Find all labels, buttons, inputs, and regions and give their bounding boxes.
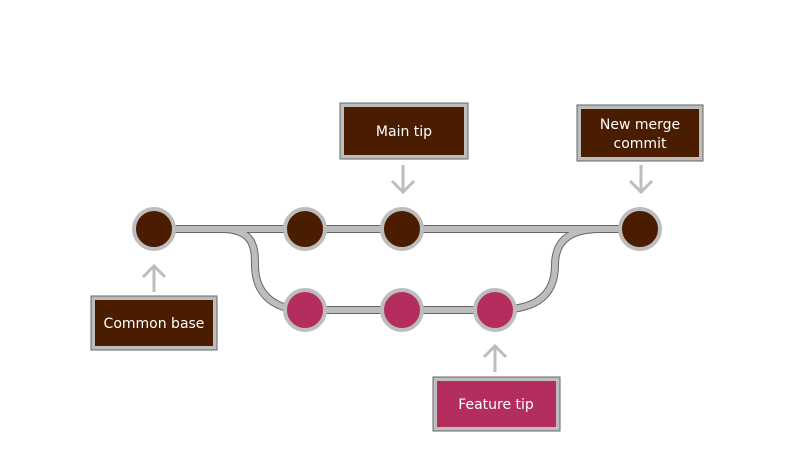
- merge-label-line2: commit: [614, 136, 667, 152]
- label-main-tip: Main tip: [339, 102, 469, 160]
- arrow-up-icon: [141, 263, 167, 292]
- common-base-label: Common base: [104, 316, 205, 332]
- arrow-up-icon: [482, 343, 508, 372]
- commits: [132, 207, 662, 332]
- commit-feature-1: [283, 288, 327, 332]
- commit-common-base: [132, 207, 176, 251]
- feature-tip-label: Feature tip: [458, 397, 534, 413]
- commit-merge: [618, 207, 662, 251]
- commit-feature-2: [380, 288, 424, 332]
- arrows: [141, 165, 654, 372]
- merge-label-line1: New merge: [600, 117, 680, 133]
- main-tip-label: Main tip: [376, 124, 432, 140]
- label-feature-tip: Feature tip: [432, 376, 561, 432]
- commit-feature-tip: [473, 288, 517, 332]
- label-common-base: Common base: [90, 295, 218, 351]
- arrow-down-icon: [390, 165, 416, 195]
- commit-main-tip: [380, 207, 424, 251]
- commit-main-1: [283, 207, 327, 251]
- arrow-down-icon: [628, 165, 654, 195]
- label-new-merge-commit: New merge commit: [576, 104, 704, 162]
